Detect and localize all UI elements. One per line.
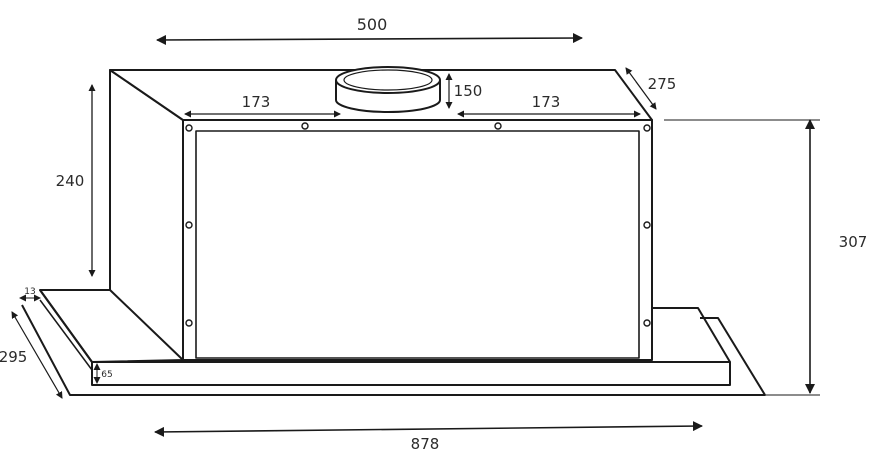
label-left-offset: 173 — [242, 93, 271, 111]
label-total-height: 307 — [839, 233, 868, 251]
label-total-width: 878 — [411, 435, 440, 453]
label-depth-top: 275 — [648, 75, 677, 93]
label-body-height: 240 — [56, 172, 85, 190]
label-base-thickness: 65 — [101, 370, 112, 380]
hood-body — [109, 69, 653, 361]
dim-line-total-width — [154, 421, 703, 437]
base-tray — [21, 289, 766, 396]
label-right-offset: 173 — [532, 93, 561, 111]
dim-line-depth-top — [625, 67, 657, 110]
dim-line-top-width — [156, 33, 583, 45]
label-base-depth: 295 — [0, 348, 27, 366]
frame-screws — [185, 122, 651, 327]
dim-line-base-depth — [11, 311, 63, 399]
air-outlet — [335, 66, 441, 113]
label-outlet-height: 150 — [454, 82, 483, 100]
label-lip: 13 — [24, 287, 35, 297]
label-top-width: 500 — [357, 15, 388, 34]
